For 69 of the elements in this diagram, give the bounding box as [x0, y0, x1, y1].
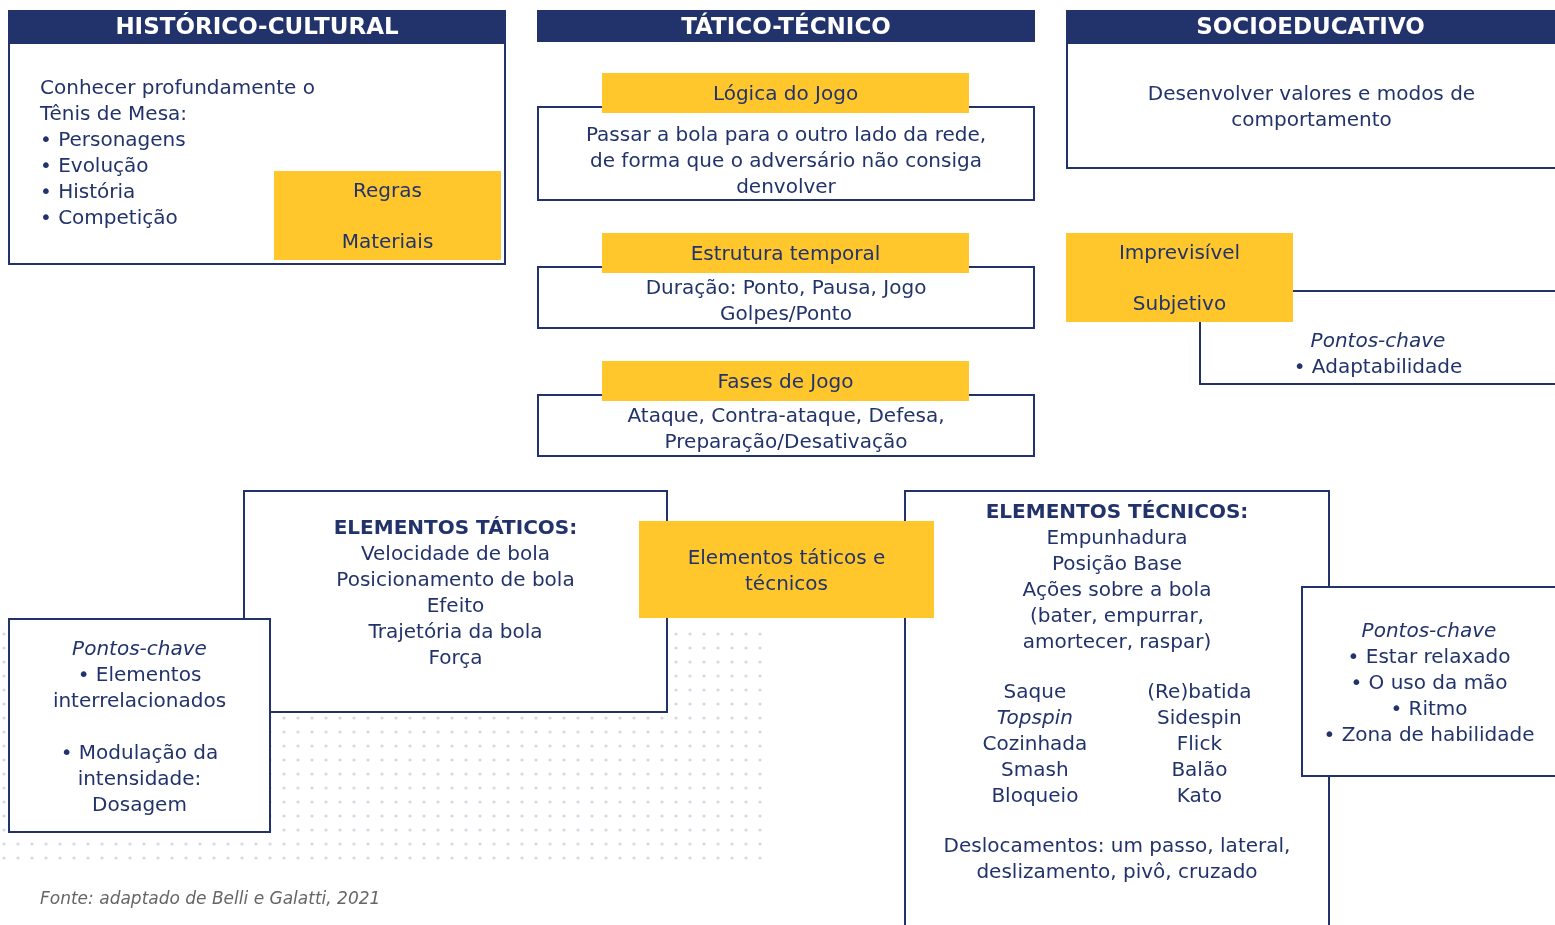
header-band: [1066, 10, 1555, 42]
body-text: • Adaptabilidade: [1293, 352, 1463, 379]
header-band: [8, 10, 506, 42]
header-title: SOCIOEDUCATIVO: [1196, 13, 1425, 39]
text-box: [243, 490, 668, 713]
body-text: Conhecer profundamente o Tênis de Mesa:: [40, 74, 316, 126]
body-text: Posicionamento de bola: [336, 565, 575, 592]
body-text: Saque: [1003, 678, 1067, 704]
body-text: (Re)batida: [1147, 678, 1252, 704]
body-text: • Modulação da intensidade: Dosagem: [59, 738, 220, 817]
highlight-box: [602, 233, 969, 273]
body-text: Velocidade de bola: [360, 539, 551, 566]
body-text: • Evolução: [40, 152, 149, 178]
body-text: • História: [40, 178, 136, 204]
body-text: Ataque, Contra-ataque, Defesa, Preparação/Desativação: [626, 401, 946, 454]
body-text: Flick: [1176, 730, 1222, 756]
body-text: • O uso da mão: [1350, 668, 1508, 695]
text-box: [1301, 586, 1555, 777]
source-caption: Fonte: adaptado de Belli e Galatti, 2021: [40, 888, 381, 908]
body-text: Fases de Jogo: [717, 368, 854, 394]
heading: ELEMENTOS TÁTICOS:: [333, 513, 578, 540]
body-text: Smash: [1001, 756, 1069, 782]
heading: Pontos-chave: [1361, 616, 1497, 643]
body-text: Materiais: [341, 228, 434, 254]
body-text: Passar a bola para o outro lado da rede, de forma que o adversário não consiga denvolver: [584, 120, 988, 199]
heading: Pontos-chave: [1310, 326, 1446, 353]
body-text: Balão: [1171, 756, 1228, 782]
highlight-box: [602, 361, 969, 401]
body-text: • Estar relaxado: [1347, 642, 1511, 669]
body-text: Imprevisível: [1118, 239, 1241, 265]
body-text: Posição Base: [1051, 550, 1183, 576]
body-text: Cozinhada: [982, 730, 1088, 756]
highlight-box: [274, 171, 501, 260]
text-box: [537, 266, 1035, 329]
body-text: • Personagens: [40, 126, 186, 152]
body-text: Efeito: [426, 591, 485, 618]
highlight-box: [1066, 233, 1293, 322]
body-text: Desenvolver valores e modos de comportamento: [1146, 79, 1477, 132]
body-text: • Elementos interrelacionados: [51, 660, 228, 713]
body-text: Estrutura temporal: [690, 240, 881, 266]
body-text: Elementos táticos e técnicos: [686, 543, 887, 596]
body-text: Empunhadura: [1046, 524, 1188, 550]
heading: ELEMENTOS TÉCNICOS:: [985, 498, 1249, 524]
body-text: Lógica do Jogo: [712, 80, 859, 106]
body-text: Força: [428, 643, 483, 670]
body-text: • Competição: [40, 204, 178, 230]
header-title: HISTÓRICO-CULTURAL: [115, 13, 399, 39]
body-text: Topspin: [996, 704, 1073, 730]
body-text: • Ritmo: [1390, 694, 1468, 721]
header-band: [537, 10, 1035, 42]
heading: Pontos-chave: [72, 634, 207, 661]
highlight-box: [639, 521, 934, 618]
text-box: [8, 618, 271, 833]
body-text: Deslocamentos: um passo, lateral, deslizamento, pivô, cruzado: [942, 832, 1292, 884]
highlight-box: [602, 73, 969, 113]
body-text: Subjetivo: [1132, 290, 1227, 316]
body-text: Kato: [1176, 782, 1222, 808]
body-text: Bloqueio: [991, 782, 1079, 808]
text-box: [537, 394, 1035, 457]
body-text: Trajetória da bola: [368, 617, 543, 644]
body-text: Sidespin: [1157, 704, 1242, 730]
text-box: [8, 42, 506, 265]
text-box: [1066, 42, 1555, 169]
body-text: Regras: [353, 177, 422, 203]
header-title: TÁTICO-TÉCNICO: [681, 13, 891, 39]
body-text: Duração: Ponto, Pausa, Jogo Golpes/Ponto: [644, 273, 928, 326]
body-text: • Zona de habilidade: [1323, 720, 1535, 747]
body-text: Ações sobre a bola (bater, empurrar, amortecer, raspar): [1021, 576, 1213, 654]
text-box: [537, 106, 1035, 201]
